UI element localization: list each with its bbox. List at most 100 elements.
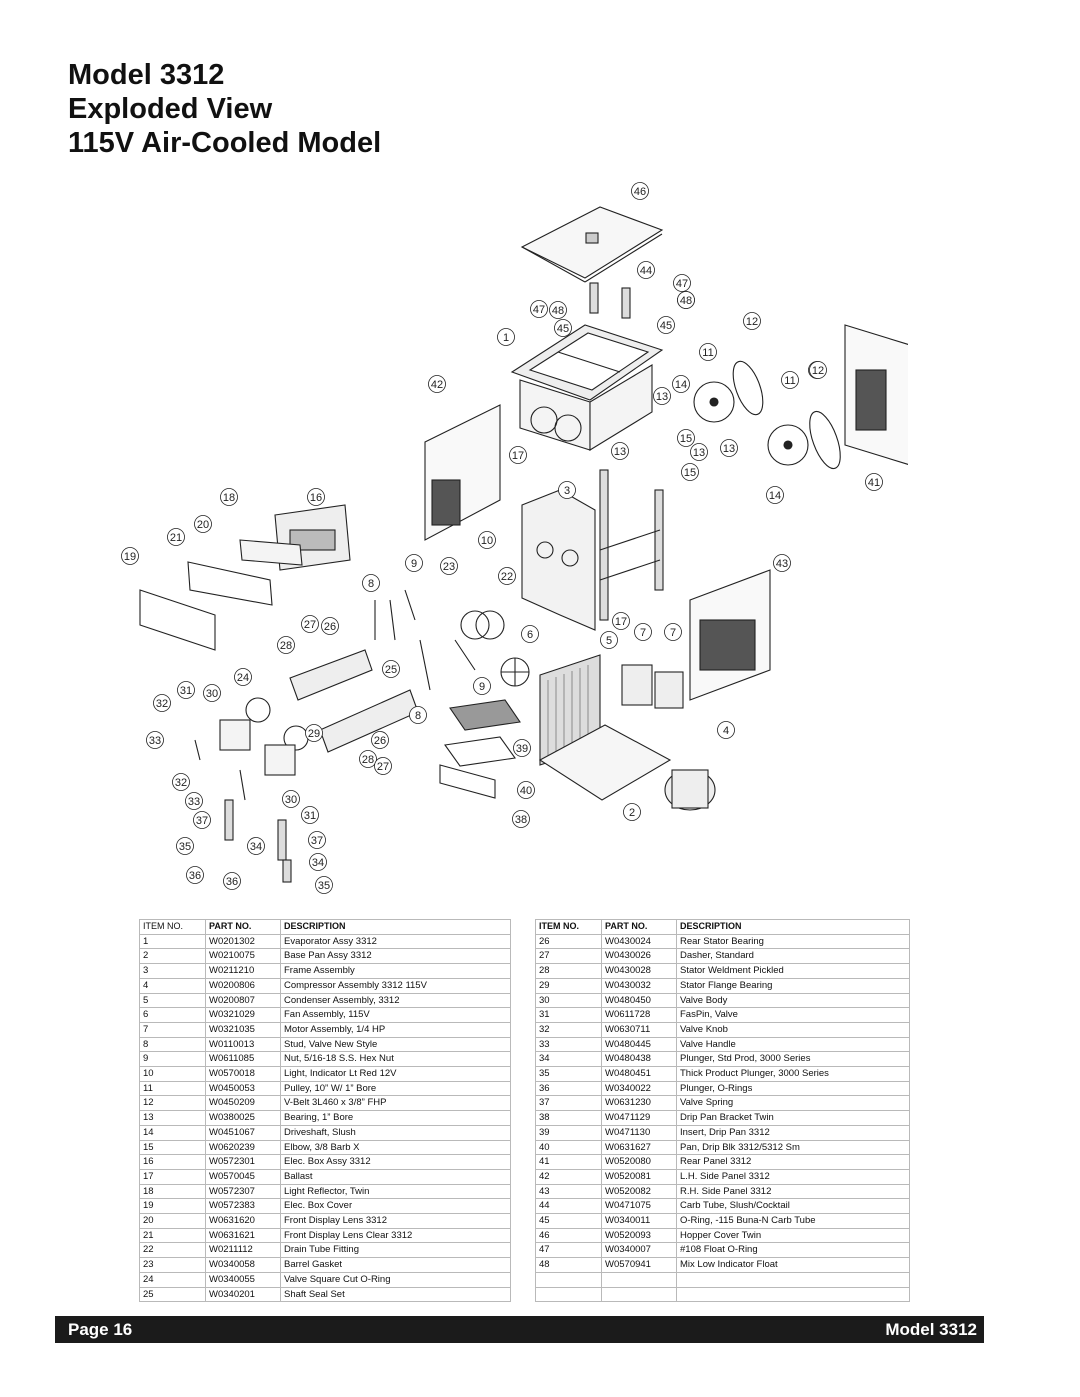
callout-8: 8 <box>409 706 427 724</box>
cell-description: Rear Stator Bearing <box>676 933 910 950</box>
callout-number: 15 <box>680 433 692 445</box>
table-gap <box>510 1022 536 1038</box>
callout-9: 9 <box>473 677 491 695</box>
cell-item-no: 37 <box>535 1095 602 1112</box>
cell-part-no: W0471129 <box>601 1110 677 1126</box>
callout-17: 17 <box>509 446 527 464</box>
callout-16: 16 <box>307 488 325 506</box>
cell-part-no: W0471130 <box>601 1124 677 1141</box>
callout-36: 36 <box>186 866 204 884</box>
cell-description: Mix Low Indicator Float <box>676 1257 910 1273</box>
table-gap <box>510 1007 536 1023</box>
callout-number: 28 <box>362 754 374 766</box>
cell-description: Plunger, Std Prod, 3000 Series <box>676 1051 910 1068</box>
cell-description: Pulley, 10” W/ 1” Bore <box>280 1080 511 1097</box>
callout-number: 35 <box>318 880 330 892</box>
callout-38: 38 <box>512 810 530 828</box>
table-gap <box>510 1081 536 1096</box>
callout-number: 31 <box>304 810 316 822</box>
cell-description <box>676 1286 910 1303</box>
cell-item-no: 42 <box>535 1168 602 1185</box>
callout-number: 24 <box>237 672 249 684</box>
cell-description: Valve Handle <box>676 1036 910 1053</box>
cell-part-no: W0570018 <box>205 1066 281 1082</box>
valve-body-left-part <box>219 719 251 751</box>
cell-item-no: 3 <box>139 963 206 979</box>
cell-part-no: W0480450 <box>601 992 677 1009</box>
callout-14: 14 <box>672 375 690 393</box>
cell-part-no: W0520080 <box>601 1154 677 1170</box>
cell-part-no: W0480451 <box>601 1066 677 1082</box>
table-gap <box>510 1272 536 1288</box>
callout-27: 27 <box>374 757 392 775</box>
callout-25: 25 <box>382 660 400 678</box>
motor-left-part <box>621 664 653 706</box>
cell-item-no: 32 <box>535 1021 602 1038</box>
callout-26: 26 <box>321 617 339 635</box>
callout-number: 47 <box>676 278 688 290</box>
cell-part-no: W0480445 <box>601 1036 677 1053</box>
cell-item-no: 16 <box>139 1154 206 1170</box>
cell-item-no: 10 <box>139 1066 206 1082</box>
cell-description: Motor Assembly, 1/4 HP <box>280 1021 511 1038</box>
callout-37: 37 <box>308 831 326 849</box>
table-gap <box>510 1169 536 1185</box>
cell-description: V-Belt 3L460 x 3/8” FHP <box>280 1095 511 1112</box>
cell-item-no: 4 <box>139 977 206 994</box>
callout-number: 42 <box>431 379 443 391</box>
table-gap <box>510 1140 536 1155</box>
title-line-config: 115V Air-Cooled Model <box>68 127 382 159</box>
cell-description: Pan, Drip Blk 3312/5312 Sm <box>676 1139 910 1156</box>
callout-number: 26 <box>324 621 336 633</box>
cell-description: Carb Tube, Slush/Cocktail <box>676 1198 910 1215</box>
cell-description: Rear Panel 3312 <box>676 1154 910 1170</box>
cell-part-no: W0471075 <box>601 1198 677 1215</box>
callout-42: 42 <box>428 375 446 393</box>
callout-31: 31 <box>301 806 319 824</box>
callout-number: 13 <box>693 447 705 459</box>
drip-pan-insert-part <box>449 699 521 731</box>
cell-description: Dasher, Standard <box>676 948 910 965</box>
callout-45: 45 <box>657 316 675 334</box>
cell-description: Drain Tube Fitting <box>280 1242 511 1259</box>
cell-part-no: W0430032 <box>601 977 677 994</box>
cell-part-no: W0340058 <box>205 1257 281 1273</box>
cell-description: Stator Weldment Pickled <box>676 963 910 979</box>
callout-30: 30 <box>203 684 221 702</box>
cell-part-no: W0321029 <box>205 1007 281 1023</box>
cell-part-no: W0631627 <box>601 1139 677 1156</box>
callout-number: 17 <box>512 450 524 462</box>
table-gap <box>510 1154 536 1170</box>
table-gap <box>510 963 536 979</box>
callout-number: 27 <box>377 761 389 773</box>
parts-table: ITEM NO. PART NO. DESCRIPTION ITEM NO. P… <box>139 919 910 1303</box>
cell-item-no: 40 <box>535 1139 602 1156</box>
cell-description: Driveshaft, Slush <box>280 1124 511 1141</box>
cell-item-no: 6 <box>139 1007 206 1023</box>
callout-number: 11 <box>784 375 795 387</box>
cell-description: O-Ring, -115 Buna-N Carb Tube <box>676 1213 910 1229</box>
callout-39: 39 <box>513 739 531 757</box>
table-gap <box>510 993 536 1008</box>
callout-number: 14 <box>769 490 781 502</box>
callout-number: 13 <box>723 443 735 455</box>
callout-30: 30 <box>282 790 300 808</box>
cell-item-no: 30 <box>535 992 602 1009</box>
footer-model-label: Model 3312 <box>885 1320 977 1339</box>
cell-part-no: W0110013 <box>205 1036 281 1053</box>
cell-description <box>676 1271 910 1288</box>
callout-number: 45 <box>660 320 672 332</box>
callout-number: 33 <box>149 735 161 747</box>
carb-tube-left-part <box>589 282 599 314</box>
cell-description: Bearing, 1” Bore <box>280 1110 511 1126</box>
callout-28: 28 <box>359 750 377 768</box>
cell-part-no: W0572301 <box>205 1154 281 1170</box>
cell-part-no: W0630711 <box>601 1021 677 1038</box>
cell-item-no: 19 <box>139 1198 206 1215</box>
callout-number: 34 <box>250 841 262 853</box>
cell-item-no: 27 <box>535 948 602 965</box>
